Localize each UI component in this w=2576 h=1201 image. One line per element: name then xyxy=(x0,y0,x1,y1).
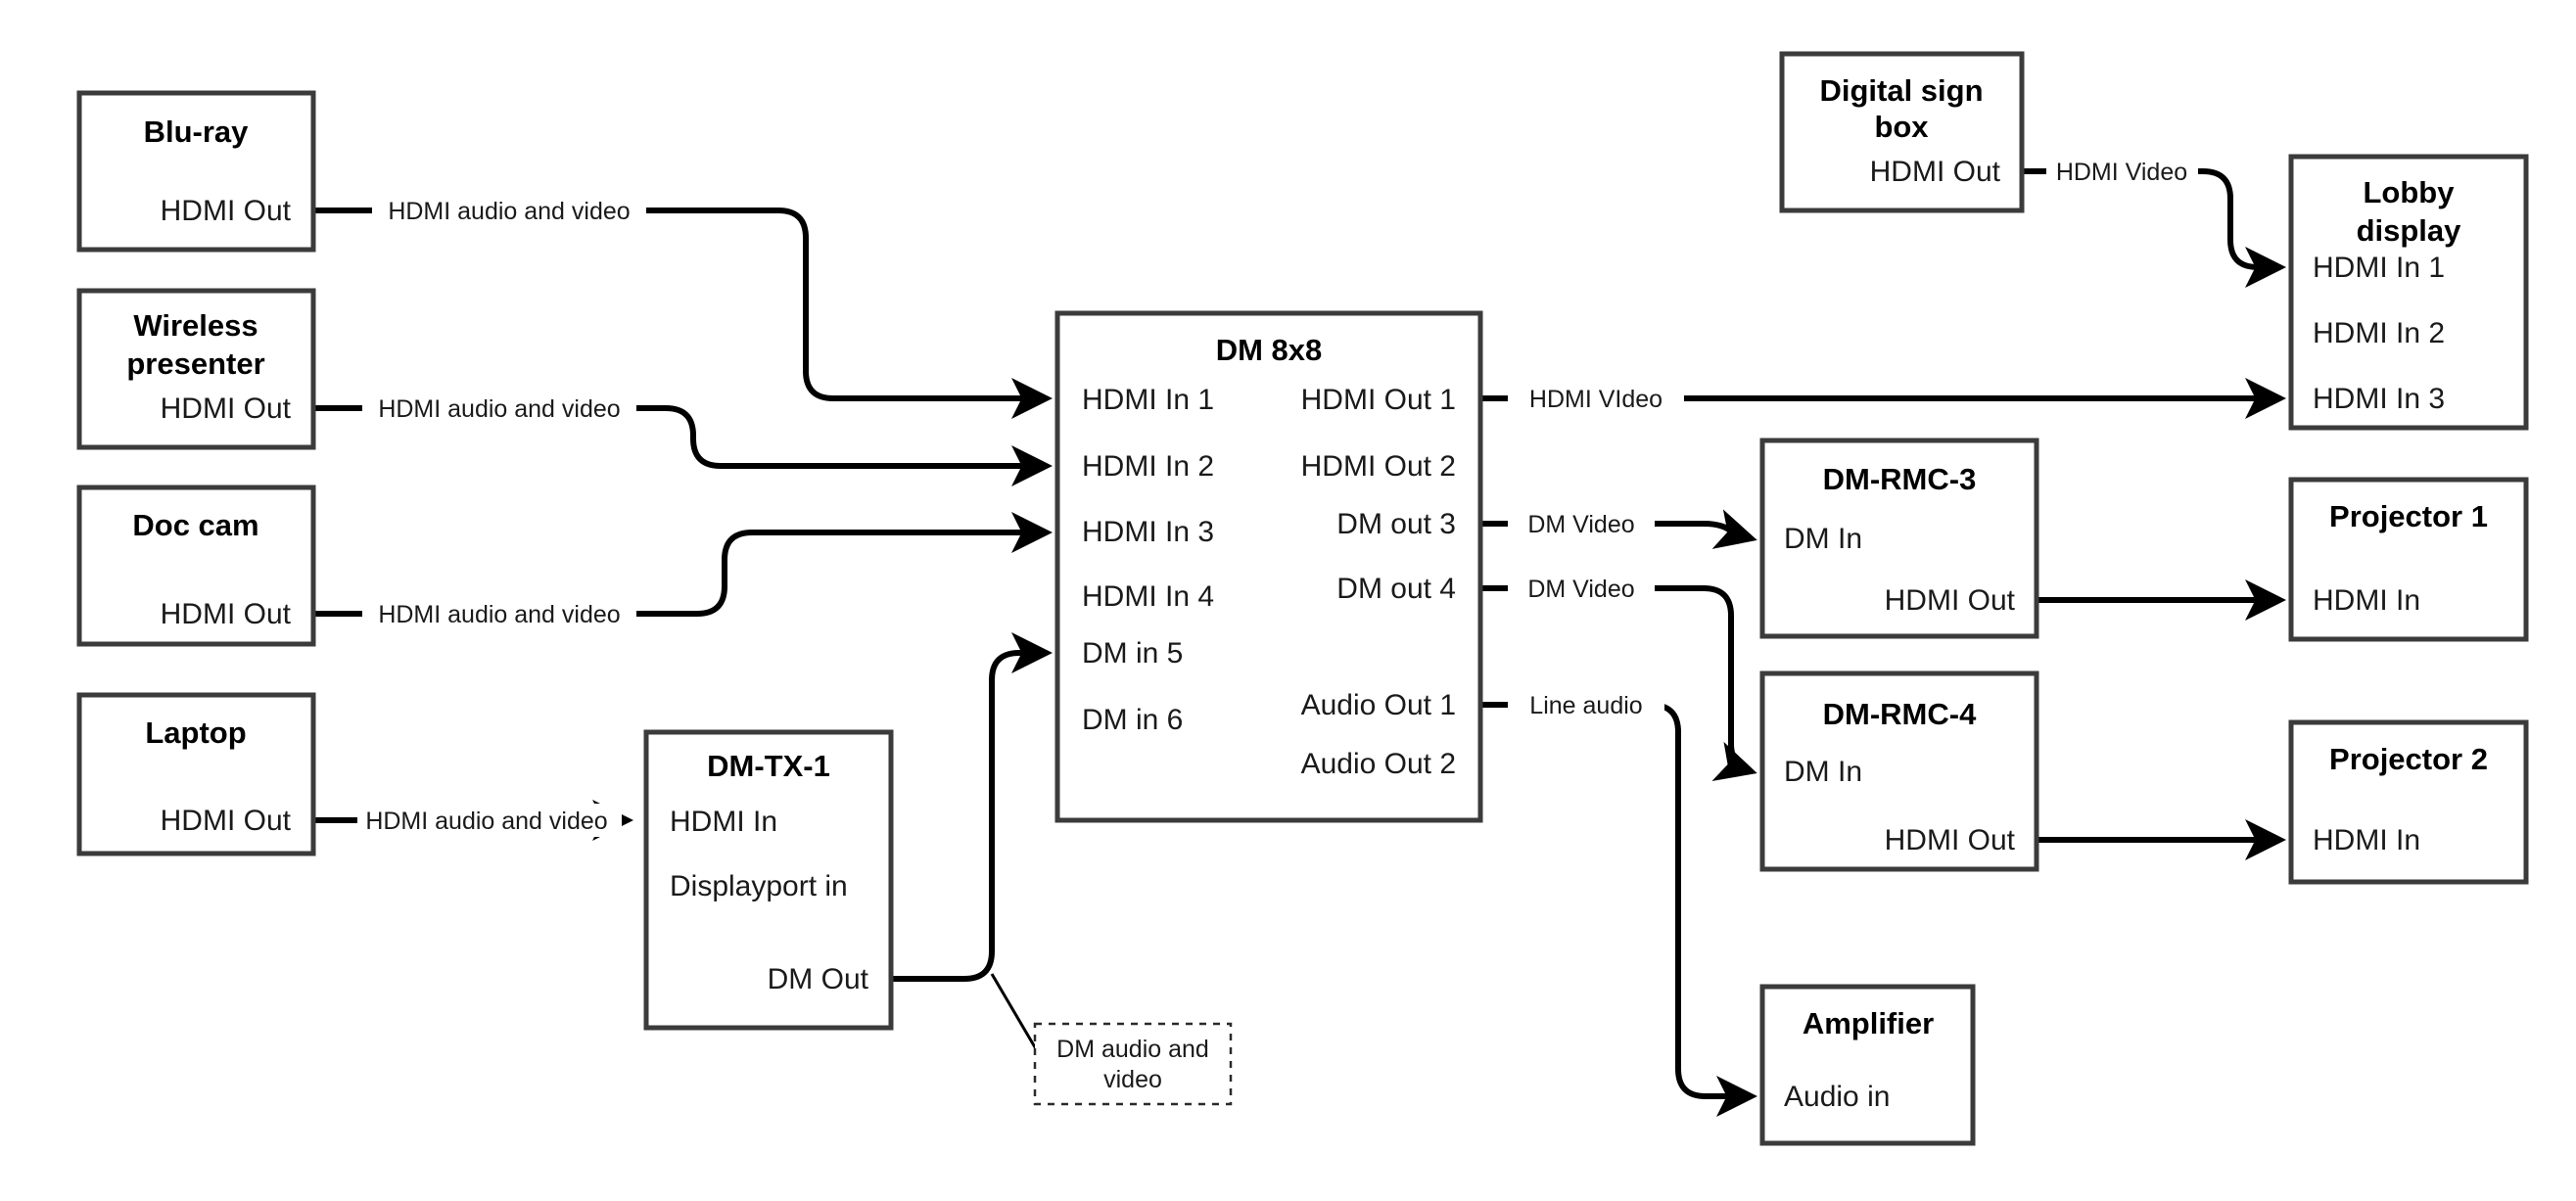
dm-rmc-3-port-hdmi-out: HDMI Out xyxy=(1885,584,2016,617)
edge-label-dm-video-4: DM Video xyxy=(1527,576,1634,603)
node-amplifier[interactable]: Amplifier Audio in xyxy=(1759,984,1976,1146)
node-digital-sign-box[interactable]: Digital sign box HDMI Out xyxy=(1779,51,2025,213)
node-bluray[interactable]: Blu-ray HDMI Out xyxy=(76,90,316,253)
wireless-presenter-box[interactable] xyxy=(76,288,316,450)
projector-2-port-hdmi-in: HDMI In xyxy=(2313,824,2420,856)
node-dm-8x8[interactable]: DM 8x8 HDMI In 1 HDMI In 2 HDMI In 3 HDM… xyxy=(1054,310,1483,823)
edge-bluray-to-dm-in1: HDMI audio and video xyxy=(313,194,1053,419)
dm-tx-1-port-hdmi-in: HDMI In xyxy=(670,806,777,838)
laptop-box[interactable] xyxy=(76,692,316,856)
wireless-presenter-title-line2: presenter xyxy=(126,346,264,381)
digital-sign-box-title-line2: box xyxy=(1874,110,1929,144)
edge-tx-to-dm-in5 xyxy=(891,632,1053,1053)
dm-8x8-port-hdmi-out-2: HDMI Out 2 xyxy=(1301,450,1456,483)
dm-8x8-port-audio-out-2: Audio Out 2 xyxy=(1301,748,1456,780)
lobby-display-title-line2: display xyxy=(2357,213,2462,248)
dm-8x8-port-dm-out-3: DM out 3 xyxy=(1336,508,1456,540)
note-box xyxy=(1033,1022,1233,1106)
lobby-display-port-hdmi-in-3: HDMI In 3 xyxy=(2313,383,2445,415)
node-projector-1[interactable]: Projector 1 HDMI In xyxy=(2288,477,2529,642)
amplifier-title: Amplifier xyxy=(1803,1006,1934,1040)
node-dm-rmc-3[interactable]: DM-RMC-3 DM In HDMI Out xyxy=(1759,438,2039,639)
edge-doccam-to-dm-in3: HDMI audio and video xyxy=(313,512,1053,630)
dm-8x8-port-audio-out-1: Audio Out 1 xyxy=(1301,689,1456,721)
doc-cam-title: Doc cam xyxy=(132,508,258,542)
edge-label-dm-video-3: DM Video xyxy=(1527,511,1634,538)
dm-8x8-port-hdmi-out-1: HDMI Out 1 xyxy=(1301,384,1456,416)
digital-sign-box-port-hdmi-out: HDMI Out xyxy=(1870,156,2001,188)
lobby-display-port-hdmi-in-2: HDMI In 2 xyxy=(2313,317,2445,349)
edge-sign-to-lobby-in1: HDMI Video xyxy=(2022,155,2286,288)
dm-rmc-3-port-dm-in: DM In xyxy=(1784,523,1862,555)
lobby-display-box[interactable] xyxy=(2288,154,2529,431)
dm-8x8-port-hdmi-in-3: HDMI In 3 xyxy=(1082,516,1214,548)
dm-8x8-port-dm-out-4: DM out 4 xyxy=(1336,573,1456,605)
edge-dm-hdmiout1-to-lobby-in3: HDMI VIdeo xyxy=(1480,378,2286,419)
note-text-line2: video xyxy=(1103,1066,1162,1093)
projector-2-box[interactable] xyxy=(2288,719,2529,885)
lobby-display-port-hdmi-in-1: HDMI In 1 xyxy=(2313,252,2445,284)
wireless-presenter-port-hdmi-out: HDMI Out xyxy=(161,393,292,425)
note-dm-audio-and-video: DM audio and video xyxy=(1033,1022,1233,1106)
dm-tx-1-port-displayport-in: Displayport in xyxy=(670,870,848,902)
node-dm-tx-1[interactable]: DM-TX-1 HDMI In Displayport in DM Out xyxy=(643,729,894,1031)
dm-8x8-port-hdmi-in-4: HDMI In 4 xyxy=(1082,580,1214,613)
dm-tx-1-title: DM-TX-1 xyxy=(707,749,830,783)
dm-rmc-4-title: DM-RMC-4 xyxy=(1823,697,1977,731)
bluray-box[interactable] xyxy=(76,90,316,253)
dm-tx-1-box[interactable] xyxy=(643,729,894,1031)
edge-label-bluray: HDMI audio and video xyxy=(388,198,630,225)
projector-2-title: Projector 2 xyxy=(2329,742,2488,776)
edge-label-line-audio: Line audio xyxy=(1529,692,1642,719)
node-dm-rmc-4[interactable]: DM-RMC-4 DM In HDMI Out xyxy=(1759,670,2039,872)
edge-dm-out3-to-rmc3: DM Video xyxy=(1480,507,1757,549)
lobby-display-title-line1: Lobby xyxy=(2364,175,2456,209)
dm-rmc-4-port-dm-in: DM In xyxy=(1784,756,1862,788)
edge-label-hdmi-video-out1: HDMI VIdeo xyxy=(1529,386,1663,413)
dm-8x8-port-hdmi-in-2: HDMI In 2 xyxy=(1082,450,1214,483)
node-laptop[interactable]: Laptop HDMI Out xyxy=(76,692,316,856)
dm-rmc-3-box[interactable] xyxy=(1759,438,2039,639)
projector-1-port-hdmi-in: HDMI In xyxy=(2313,584,2420,617)
laptop-port-hdmi-out: HDMI Out xyxy=(161,805,292,837)
node-wireless-presenter[interactable]: Wireless presenter HDMI Out xyxy=(76,288,316,450)
digital-sign-box-title-line1: Digital sign xyxy=(1819,73,1983,108)
node-doc-cam[interactable]: Doc cam HDMI Out xyxy=(76,485,316,647)
wireless-presenter-title-line1: Wireless xyxy=(133,308,258,343)
node-lobby-display[interactable]: Lobby display HDMI In 1 HDMI In 2 HDMI I… xyxy=(2288,154,2529,431)
edge-laptop-to-tx: HDMI audio and video xyxy=(313,800,633,841)
edge-dm-out4-to-rmc4: DM Video xyxy=(1480,572,1757,782)
dm-rmc-4-port-hdmi-out: HDMI Out xyxy=(1885,824,2016,856)
edge-label-wireless: HDMI audio and video xyxy=(378,395,620,423)
dm-8x8-port-hdmi-in-1: HDMI In 1 xyxy=(1082,384,1214,416)
bluray-title: Blu-ray xyxy=(144,115,250,149)
dm-8x8-port-dm-in-6: DM in 6 xyxy=(1082,704,1183,736)
projector-1-box[interactable] xyxy=(2288,477,2529,642)
dm-rmc-3-title: DM-RMC-3 xyxy=(1823,462,1977,496)
laptop-title: Laptop xyxy=(145,716,246,750)
dm-tx-1-port-dm-out: DM Out xyxy=(768,963,869,995)
note-text-line1: DM audio and xyxy=(1056,1036,1209,1063)
edge-wireless-to-dm-in2: HDMI audio and video xyxy=(313,392,1053,486)
edge-label-laptop: HDMI audio and video xyxy=(365,808,607,835)
dm-8x8-port-dm-in-5: DM in 5 xyxy=(1082,637,1183,670)
projector-1-title: Projector 1 xyxy=(2329,499,2488,533)
bluray-port-hdmi-out: HDMI Out xyxy=(161,195,292,227)
doc-cam-box[interactable] xyxy=(76,485,316,647)
dm-rmc-4-box[interactable] xyxy=(1759,670,2039,872)
edge-label-doccam: HDMI audio and video xyxy=(378,601,620,628)
amplifier-port-audio-in: Audio in xyxy=(1784,1081,1890,1113)
amplifier-box[interactable] xyxy=(1759,984,1976,1146)
dm-8x8-box[interactable] xyxy=(1054,310,1483,823)
doc-cam-port-hdmi-out: HDMI Out xyxy=(161,598,292,630)
node-projector-2[interactable]: Projector 2 HDMI In xyxy=(2288,719,2529,885)
edge-label-hdmi-video-sign: HDMI Video xyxy=(2056,159,2187,186)
dm-8x8-title: DM 8x8 xyxy=(1216,333,1323,367)
digital-sign-box-box[interactable] xyxy=(1779,51,2025,213)
edge-dm-audioout1-to-amp: Line audio xyxy=(1480,688,1757,1117)
